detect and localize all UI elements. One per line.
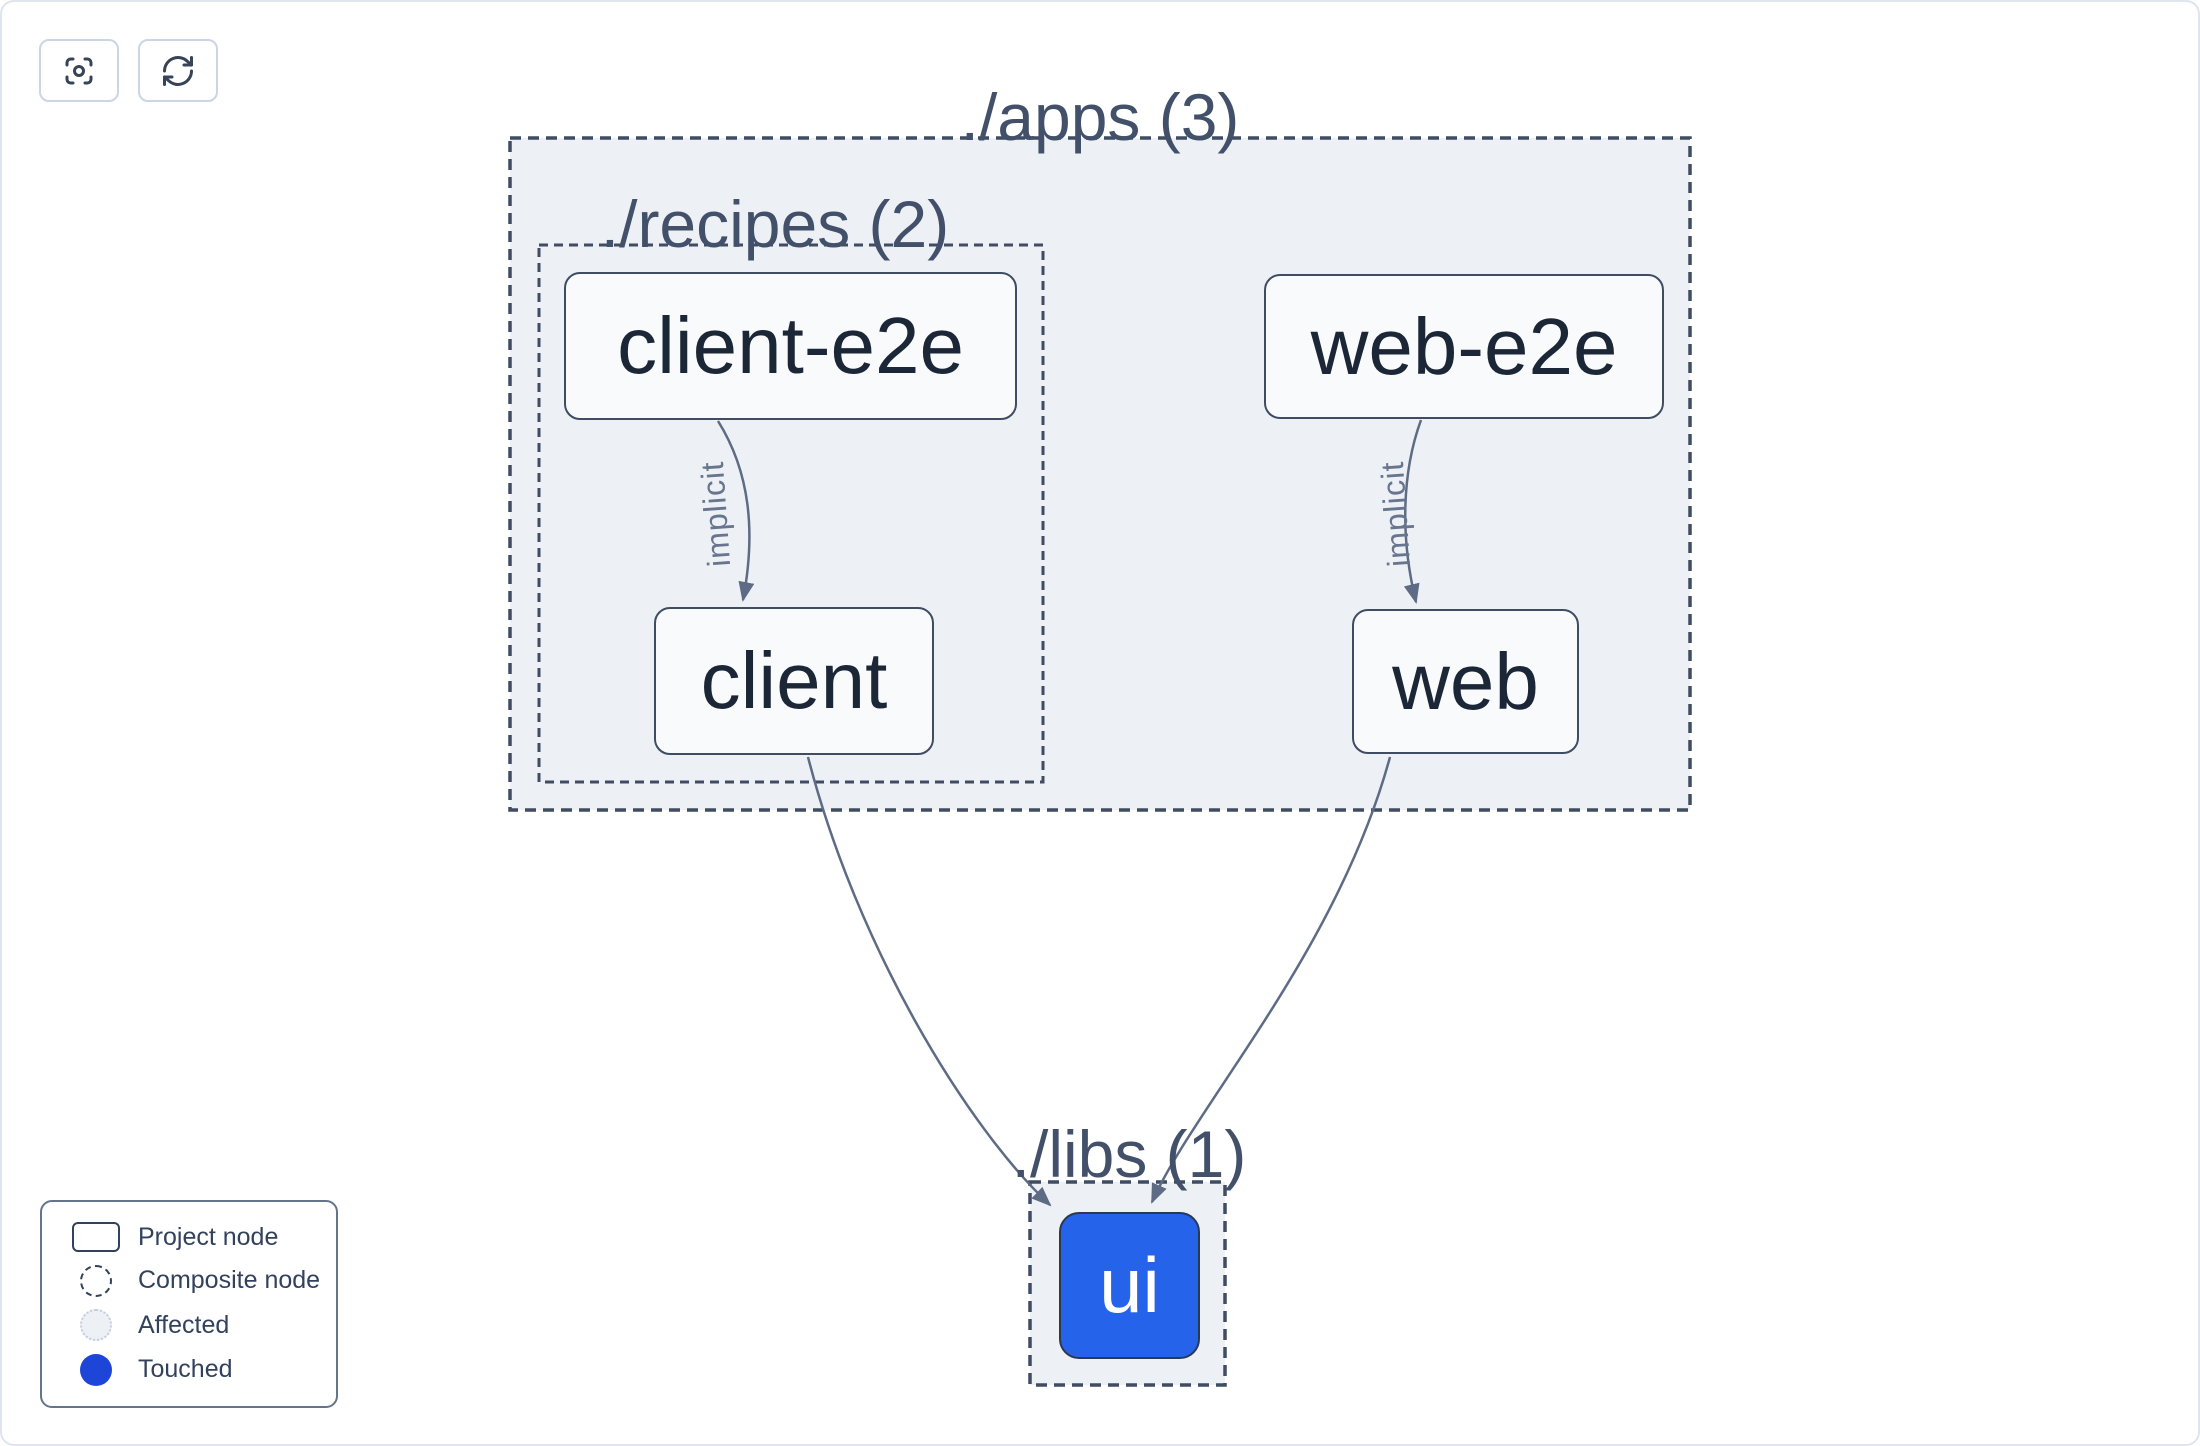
edge-label-implicit-web[interactable]: implicit xyxy=(1373,460,1418,569)
node-web-e2e[interactable]: web-e2e xyxy=(1264,274,1664,419)
touched-swatch xyxy=(80,1353,112,1386)
focus-button[interactable] xyxy=(39,39,119,102)
node-web[interactable]: web xyxy=(1352,609,1579,754)
legend-label: Affected xyxy=(138,1310,230,1339)
composite-title-recipes[interactable]: ./recipes (2) xyxy=(600,187,950,261)
affected-swatch xyxy=(80,1309,112,1342)
legend-row-affected: Affected xyxy=(68,1309,336,1342)
composite-node-swatch xyxy=(80,1264,112,1297)
legend-label: Project node xyxy=(138,1222,279,1251)
composite-title-libs[interactable]: ./libs (1) xyxy=(1011,1117,1247,1191)
project-node-swatch xyxy=(72,1222,120,1253)
node-client[interactable]: client xyxy=(654,607,934,755)
legend-panel: Project node Composite node Affected Tou… xyxy=(40,1200,338,1408)
edge-web-ui[interactable] xyxy=(1150,756,1392,1204)
composite-node-recipes[interactable] xyxy=(537,243,1045,784)
edge-webe2e-web[interactable] xyxy=(1403,419,1423,604)
composite-title-apps[interactable]: ./apps (3) xyxy=(960,80,1240,154)
edge-cliente2e-client[interactable] xyxy=(716,420,755,602)
refresh-icon xyxy=(163,55,193,86)
node-client-e2e[interactable]: client-e2e xyxy=(564,272,1017,420)
legend-row-composite-node: Composite node xyxy=(68,1264,336,1297)
node-ui[interactable]: ui xyxy=(1059,1212,1200,1359)
legend-row-touched: Touched xyxy=(68,1353,336,1386)
focus-icon xyxy=(65,57,93,84)
legend-row-project-node: Project node xyxy=(68,1222,336,1253)
legend-label: Touched xyxy=(138,1355,233,1384)
refresh-button[interactable] xyxy=(138,39,218,102)
edge-label-implicit-client[interactable]: implicit xyxy=(693,460,738,569)
edge-client-ui[interactable] xyxy=(806,756,1052,1207)
legend-label: Composite node xyxy=(138,1266,321,1295)
